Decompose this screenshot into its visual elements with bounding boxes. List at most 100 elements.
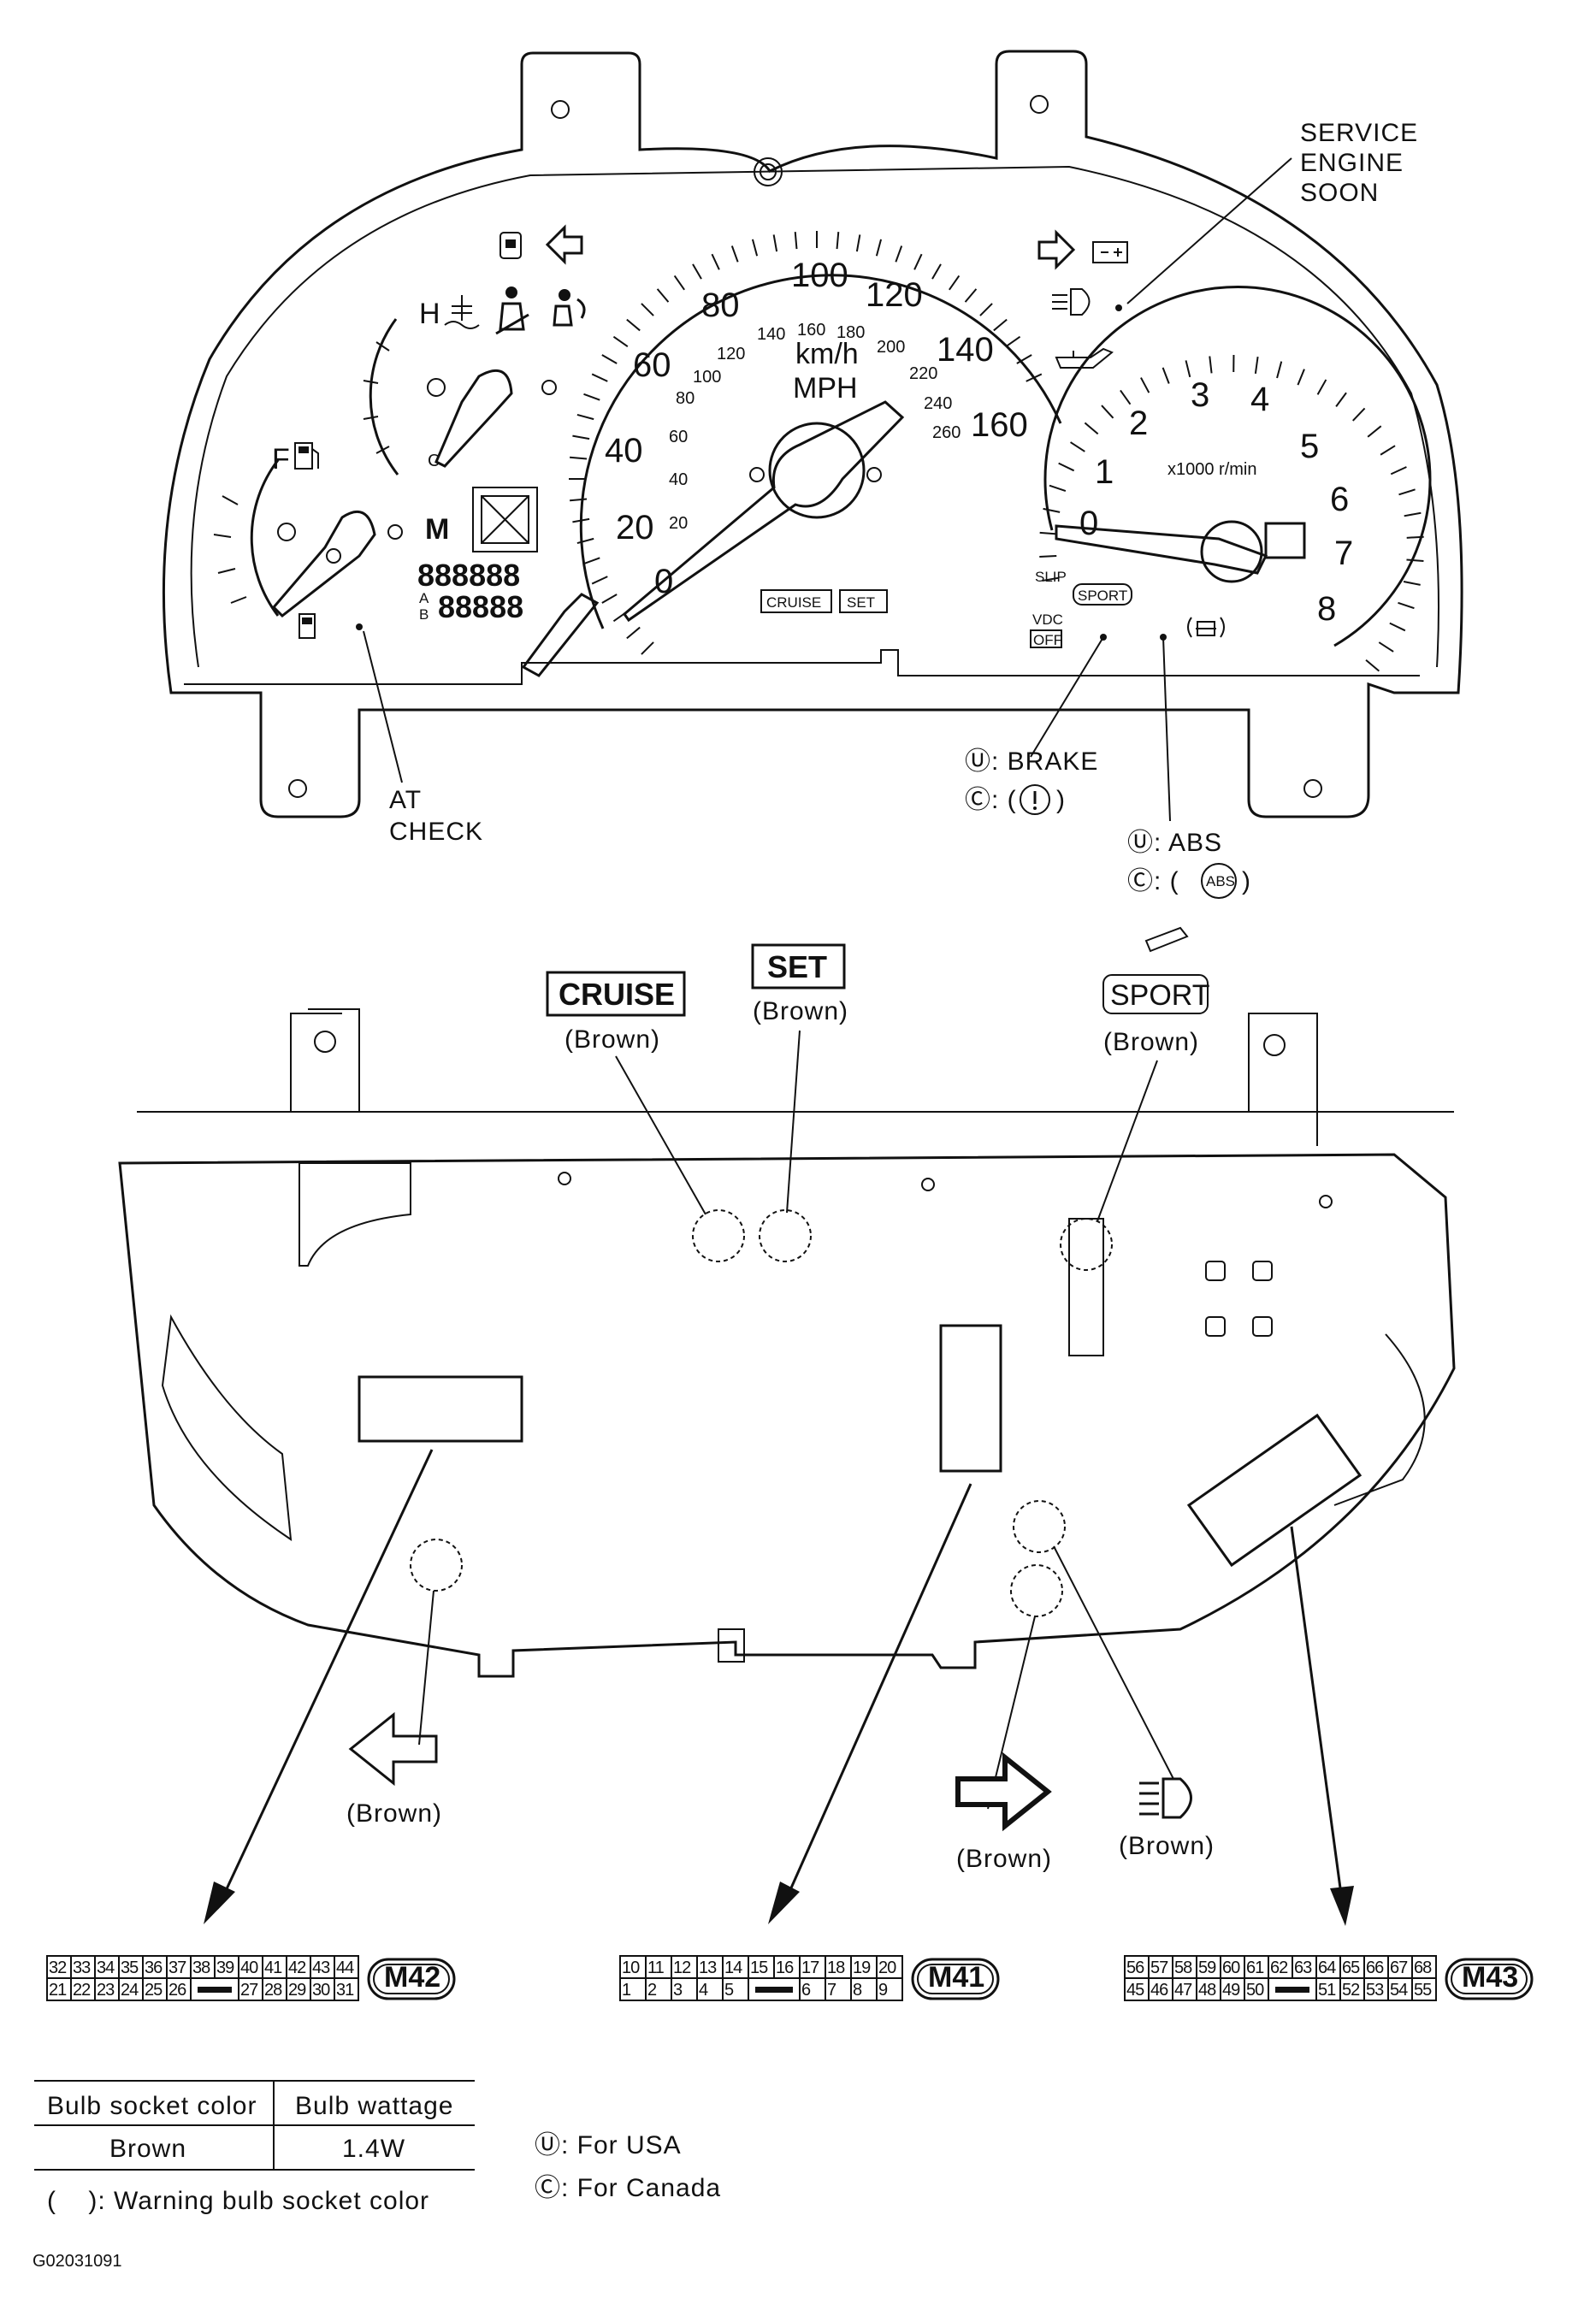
connector-pin: 18 xyxy=(827,1958,845,1977)
connector-pin: 3 xyxy=(673,1981,683,2000)
callout-service-engine-soon: ENGINE xyxy=(1300,149,1404,177)
connector-pin: 30 xyxy=(312,1981,330,2000)
dial-tick xyxy=(1406,558,1424,562)
dial-tick xyxy=(692,263,702,280)
connector-pin: 20 xyxy=(878,1958,896,1977)
kmh-tick-label: 60 xyxy=(669,428,688,446)
trip-b-label: B xyxy=(419,606,429,623)
cluster-front-view: 0 20 40 60 80 100 120 140 160 20 40 60 8… xyxy=(162,50,1463,899)
bulb-label-turn-left: (Brown) xyxy=(346,1711,441,1828)
dial-tick xyxy=(875,239,883,257)
dial-tick xyxy=(656,288,670,303)
speedometer-needle xyxy=(622,400,905,623)
odometer-digits: 888888 xyxy=(417,558,520,593)
dial-tick xyxy=(673,275,685,291)
rpm-tick-label: 8 xyxy=(1317,590,1336,628)
figure-id: G02031091 xyxy=(33,2252,122,2271)
bulb-socket-set xyxy=(759,1209,812,1262)
connector-pin: 22 xyxy=(73,1981,91,2000)
kmh-tick-label: 160 xyxy=(797,321,825,340)
connector-pin: 4 xyxy=(699,1981,708,2000)
connector-pin: 59 xyxy=(1198,1958,1216,1977)
dial-tick xyxy=(1254,356,1259,375)
cruise-color: (Brown) xyxy=(565,1025,660,1054)
dial-tick xyxy=(1070,441,1085,452)
dial-tick xyxy=(794,232,798,250)
slip-indicator: SLIP xyxy=(1035,569,1067,585)
connector-pin: 47 xyxy=(1174,1981,1192,2000)
dial-tick xyxy=(583,393,600,401)
connector-pin: 52 xyxy=(1342,1981,1360,2000)
sport-symbol: SPORT xyxy=(1110,979,1210,1012)
connector-pin: 37 xyxy=(168,1958,186,1977)
kmh-unit-label: km/h xyxy=(795,338,859,370)
connector-pin: 11 xyxy=(647,1958,665,1977)
dial-tick xyxy=(1162,367,1170,384)
connector-pin: 51 xyxy=(1318,1981,1336,2000)
legend-canada: Ⓒ: For Canada xyxy=(535,2174,721,2202)
dial-tick xyxy=(979,303,993,316)
connector-pin: 54 xyxy=(1390,1981,1408,2000)
connector-pin: 19 xyxy=(853,1958,871,1977)
dial-tick xyxy=(1058,462,1075,472)
connector-pin: 34 xyxy=(97,1958,115,1977)
connector-key xyxy=(198,1987,232,1993)
cruise-indicator-small: CRUISE xyxy=(766,594,821,611)
connector-pin: 32 xyxy=(49,1958,67,1977)
dial-tick xyxy=(570,456,588,460)
dial-tick xyxy=(1185,360,1191,378)
bulb-label-set: SET (Brown) xyxy=(751,943,848,1025)
dial-tick xyxy=(583,557,600,565)
connector-pin: 65 xyxy=(1342,1958,1360,1977)
dial-tick xyxy=(1378,641,1394,653)
connector-pin: 21 xyxy=(49,1981,67,2000)
connector-pin: 1 xyxy=(622,1981,631,2000)
dial-tick xyxy=(931,263,942,280)
table-note: ( ): Warning bulb socket color xyxy=(47,2187,429,2215)
connector-pin: 36 xyxy=(145,1958,163,1977)
dial-tick xyxy=(949,275,961,291)
bulb-socket-turn-left xyxy=(410,1539,463,1592)
connector-pin: 53 xyxy=(1366,1981,1384,2000)
kmh-tick-label: 100 xyxy=(693,368,721,387)
rpm-tick-label: 4 xyxy=(1250,381,1269,418)
dial-tick xyxy=(1039,531,1057,535)
connector-id: M43 xyxy=(1462,1961,1518,1994)
connector-pin: 55 xyxy=(1414,1981,1432,2000)
dial-tick xyxy=(570,498,588,502)
callout-at-check: AT xyxy=(389,786,422,814)
fuel-full-label: F xyxy=(272,443,290,476)
mph-tick-label: 40 xyxy=(605,432,643,470)
kmh-tick-label: 40 xyxy=(669,470,688,489)
high-beam-color: (Brown) xyxy=(1119,1832,1215,1860)
dial-tick xyxy=(1365,659,1380,672)
temp-low-label: C xyxy=(428,452,440,470)
dial-tick xyxy=(572,517,590,523)
kmh-tick-label: 140 xyxy=(757,325,785,344)
connector-pin: 39 xyxy=(216,1958,234,1977)
brake-warning-icon xyxy=(1187,617,1225,638)
rpm-tick-label: 5 xyxy=(1300,428,1319,465)
dial-tick xyxy=(1403,581,1421,586)
connector-pin: 63 xyxy=(1294,1958,1312,1977)
connector-pin: 35 xyxy=(121,1958,139,1977)
kmh-tick-label: 120 xyxy=(717,345,745,363)
dial-tick xyxy=(591,373,608,382)
connector-pin: 16 xyxy=(776,1958,794,1977)
dial-tick xyxy=(1389,622,1406,632)
connector-key xyxy=(755,1987,793,1993)
abs-canada-suffix: ) xyxy=(1242,867,1251,895)
dial-tick xyxy=(1026,373,1043,382)
high-beam-icon-small xyxy=(1052,288,1091,316)
dial-tick xyxy=(576,537,594,545)
rpm-tick-label: 6 xyxy=(1330,481,1349,518)
rpm-tick-label: 1 xyxy=(1095,453,1114,491)
connector-pin: 48 xyxy=(1198,1981,1216,2000)
vdc-off-indicator: OFF xyxy=(1033,632,1062,648)
dial-tick xyxy=(1049,484,1067,493)
kmh-tick-label: 260 xyxy=(932,423,961,442)
